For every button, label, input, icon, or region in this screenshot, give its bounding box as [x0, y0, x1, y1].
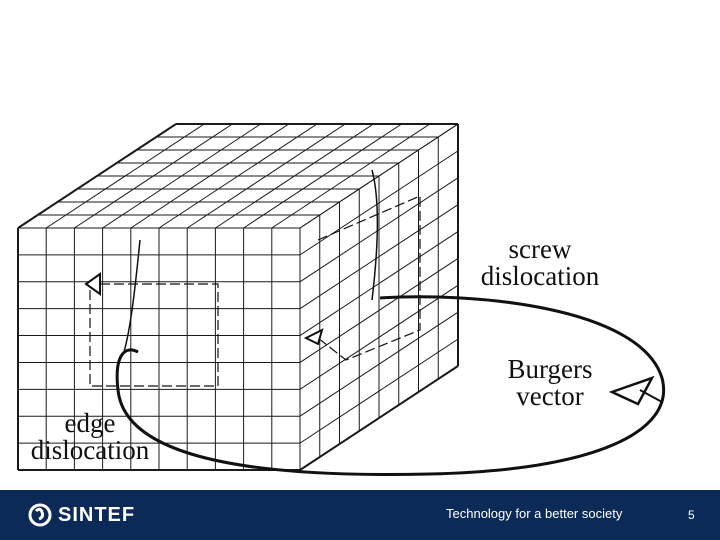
brand-logo[interactable]: SINTEF [28, 502, 135, 528]
edge-circuit-arrowhead [84, 272, 101, 296]
burgers-vector-arrow [608, 375, 655, 406]
screw-label-line2: dislocation [480, 261, 600, 291]
edge-dislocation-label: edge dislocation [20, 410, 160, 464]
dislocation-diagram [17, 123, 665, 477]
lattice-side-depthline [299, 150, 459, 256]
lattice-side-depthline [299, 204, 459, 310]
screw-dislocation-line [371, 169, 378, 301]
sintef-logo-icon [28, 503, 52, 527]
lattice-side-depthline [299, 231, 459, 336]
edge-label-line2: dislocation [30, 435, 150, 465]
lattice-side-depthline [299, 258, 459, 363]
crystal-lattice [17, 123, 459, 471]
burgers-label-line1: Burgers [507, 354, 593, 384]
lattice-side-depthline [299, 338, 459, 444]
lattice-side-depthline [299, 177, 459, 283]
burgers-vector-pointer [639, 389, 663, 403]
edge-label-line1: edge [64, 408, 116, 438]
screw-label-line1: screw [508, 234, 572, 264]
lattice-side-depthline [299, 311, 459, 417]
edge-dislocation-line [123, 239, 141, 353]
lattice-side-depthline [299, 123, 459, 229]
lattice-side-depthline [299, 284, 459, 390]
burgers-circuit-loop [115, 295, 665, 477]
screw-circuit-arrowhead [303, 328, 324, 346]
screw-dislocation-label: screw dislocation [470, 236, 610, 290]
burgers-label-line2: vector [516, 381, 584, 411]
screw-burgers-circuit [317, 195, 421, 361]
page-number: 5 [688, 508, 695, 522]
edge-burgers-circuit [89, 283, 219, 387]
cube-edge [17, 123, 177, 229]
brand-name: SINTEF [58, 503, 136, 526]
footer-bar [0, 490, 720, 540]
burgers-vector-label: Burgers vector [490, 356, 610, 410]
footer-tagline: Technology for a better society [446, 506, 623, 521]
cube-edge [299, 365, 459, 471]
